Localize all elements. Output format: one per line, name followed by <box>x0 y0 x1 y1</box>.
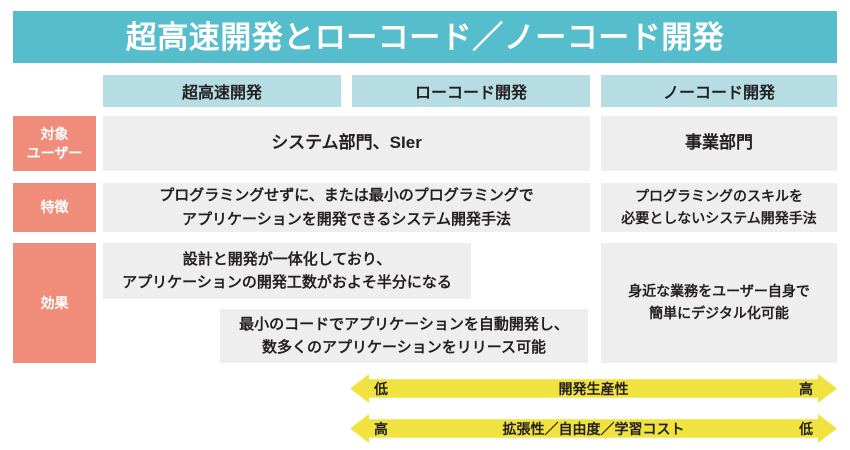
arrow-center-label: 拡張性／自由度／学習コスト <box>502 420 685 437</box>
row-label-target-user: 対象 ユーザー <box>13 116 96 171</box>
arrow-bar-labels: 高 拡張性／自由度／学習コスト 低 <box>350 414 837 443</box>
arrow-right-label: 高 <box>799 380 813 397</box>
arrow-bar-labels: 低 開発生産性 高 <box>350 374 837 403</box>
row-label-features: 特徴 <box>13 183 96 232</box>
cell-text: 設計と開発が一体化しており、 アプリケーションの開発工数がおよそ半分になる <box>122 248 452 295</box>
row-label-text: 特徴 <box>40 199 69 216</box>
cell-text-line-2: 数多くのアプリケーションをリリース可能 <box>262 339 546 356</box>
cell-text: 最小のコードでアプリケーションを自動開発し、 数多くのアプリケーションをリリース… <box>239 313 569 360</box>
row-label-effects: 効果 <box>13 243 96 363</box>
column-header-label: ノーコード開発 <box>662 85 775 102</box>
page-title: 超高速開発とローコード／ノーコード開発 <box>125 19 725 55</box>
cell-target-user-left: システム部門、SIer <box>103 116 590 171</box>
row-label-line-1: 対象 <box>40 125 69 142</box>
cell-text-line-2: 簡単にデジタル化可能 <box>649 305 789 321</box>
arrow-left-label: 高 <box>374 420 388 437</box>
cell-text: 身近な業務をユーザー自身で 簡単にデジタル化可能 <box>628 281 810 324</box>
arrow-left-label: 低 <box>374 380 388 397</box>
row-label-text: 効果 <box>40 294 69 311</box>
cell-features-left: プログラミングせずに、または最小のプログラミングで アプリケーションを開発できる… <box>103 183 590 232</box>
cell-text-line-1: プログラミングせずに、または最小のプログラミングで <box>159 187 534 205</box>
cell-features-right: プログラミングのスキルを 必要としないシステム開発手法 <box>601 183 837 232</box>
row-label-text: 対象 ユーザー <box>27 125 83 163</box>
column-header-no-code-development: ノーコード開発 <box>601 75 837 107</box>
row-label-line-2: ユーザー <box>26 144 83 161</box>
cell-text-line-2: アプリケーションの開発工数がおよそ半分になる <box>122 274 452 291</box>
cell-text-line-1: 設計と開発が一体化しており、 <box>182 250 392 268</box>
cell-text-line-1: 身近な業務をユーザー自身で <box>628 283 810 300</box>
arrow-bar-development-productivity: 低 開発生産性 高 <box>350 374 837 403</box>
column-header-low-code-development: ローコード開発 <box>352 75 590 107</box>
cell-text-line-2: アプリケーションを開発できるシステム開発手法 <box>182 210 511 228</box>
cell-text-line-2: 必要としないシステム開発手法 <box>621 209 817 226</box>
cell-text: 事業部門 <box>685 133 753 153</box>
column-header-label: ローコード開発 <box>414 85 527 102</box>
cell-effects-no-code: 身近な業務をユーザー自身で 簡単にデジタル化可能 <box>601 243 837 363</box>
column-header-label: 超高速開発 <box>181 85 262 102</box>
cell-text-line-1: プログラミングのスキルを <box>635 187 803 204</box>
page-title-bar: 超高速開発とローコード／ノーコード開発 <box>13 11 837 63</box>
cell-effects-low-code: 最小のコードでアプリケーションを自動開発し、 数多くのアプリケーションをリリース… <box>220 309 588 363</box>
column-header-ultra-fast-development: 超高速開発 <box>103 75 341 107</box>
cell-text-line-1: 最小のコードでアプリケーションを自動開発し、 <box>239 315 569 333</box>
cell-text: プログラミングせずに、または最小のプログラミングで アプリケーションを開発できる… <box>159 184 534 231</box>
cell-text: システム部門、SIer <box>271 133 422 153</box>
arrow-bar-extensibility-freedom-learning-cost: 高 拡張性／自由度／学習コスト 低 <box>350 414 837 443</box>
arrow-right-label: 低 <box>799 420 813 437</box>
cell-text: プログラミングのスキルを 必要としないシステム開発手法 <box>621 186 817 229</box>
arrow-center-label: 開発生産性 <box>558 380 629 397</box>
cell-effects-ultra-fast: 設計と開発が一体化しており、 アプリケーションの開発工数がおよそ半分になる <box>103 243 471 299</box>
cell-target-user-right: 事業部門 <box>601 116 837 171</box>
